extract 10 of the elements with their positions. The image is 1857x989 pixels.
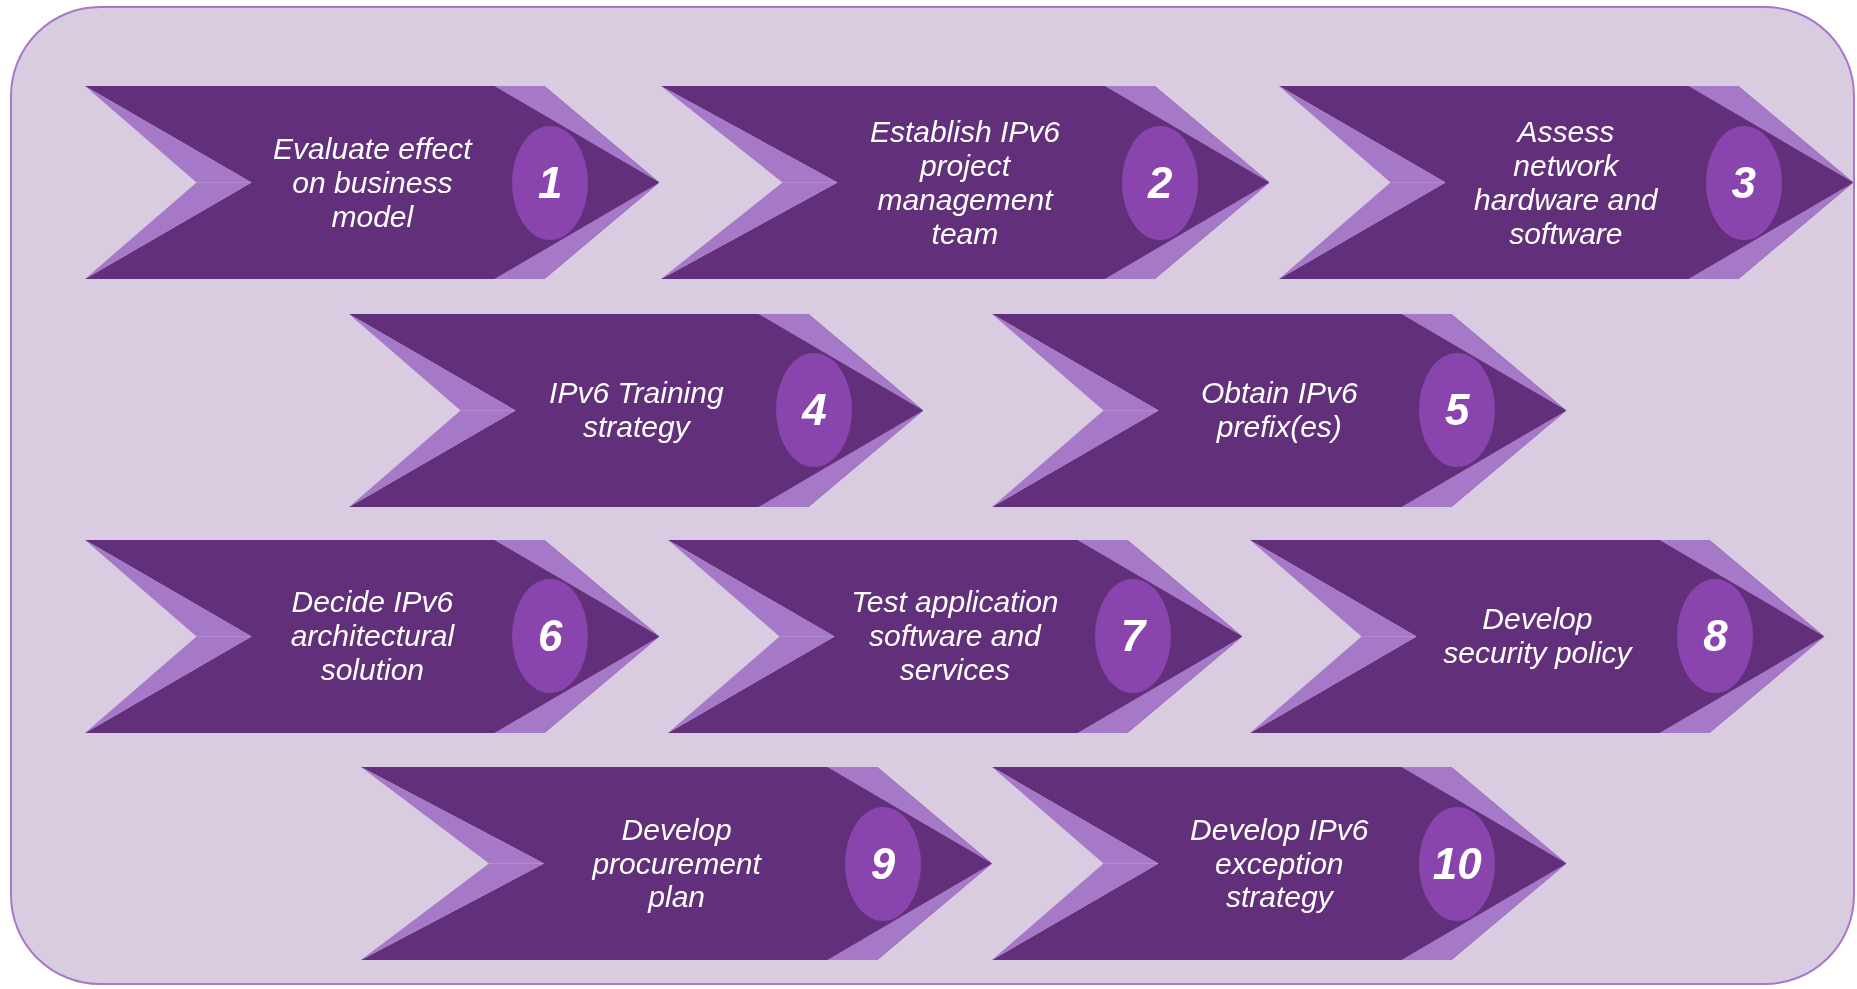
step-label: Develop security policy <box>1442 602 1634 671</box>
step-label: Assess network hardware and software <box>1473 115 1659 251</box>
step-label: Develop procurement plan <box>591 812 763 915</box>
step-label: IPv6 Training strategy <box>548 376 725 445</box>
step-label: Obtain IPv6 prefix(es) <box>1199 376 1359 445</box>
step-label: Develop IPv6 exception strategy <box>1189 812 1370 915</box>
step-label: Decide IPv6 architectural solution <box>289 585 456 688</box>
step-label: Evaluate effect on business model <box>272 132 474 234</box>
step-label: Test application software and services <box>850 585 1060 688</box>
step-label: Establish IPv6 project management team <box>868 115 1061 251</box>
